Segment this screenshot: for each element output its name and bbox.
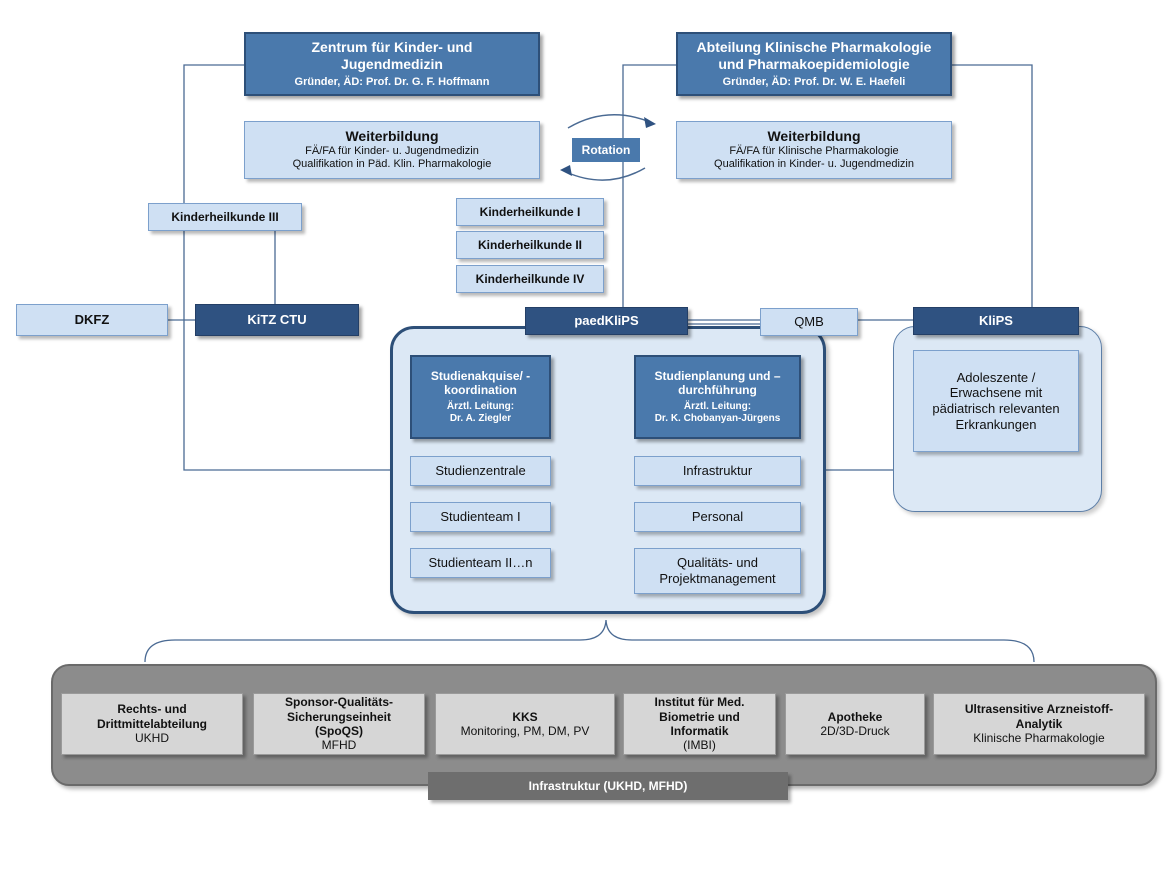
center-pediatrics-box: Zentrum für Kinder- und Jugendmedizin Gr…	[244, 32, 540, 96]
left-unit-item: Studienteam II…n	[410, 548, 551, 578]
right-unit-item: Personal	[634, 502, 801, 532]
training-left-box: Weiterbildung FÄ/FA für Kinder- u. Jugen…	[244, 121, 540, 179]
qmb-box: QMB	[760, 308, 858, 336]
infra-unit-normal: Monitoring, PM, DM, PV	[460, 724, 590, 738]
paedklips-label: paedKliPS	[574, 313, 639, 329]
center-pediatrics-title: Zentrum für Kinder- und Jugendmedizin	[311, 39, 473, 72]
center-pediatrics-founder: Gründer, ÄD: Prof. Dr. G. F. Hoffmann	[294, 75, 490, 88]
department-pharmacology-box: Abteilung Klinische Pharmakologie und Ph…	[676, 32, 952, 96]
infra-unit-box: KKS Monitoring, PM, DM, PV	[435, 693, 615, 755]
study-acquisition-lead-label: Ärztl. Leitung:	[446, 401, 515, 413]
study-planning-box: Studienplanung und –durchführung Ärztl. …	[634, 355, 801, 439]
infra-unit-normal: UKHD	[134, 731, 169, 746]
rotation-text: Rotation	[581, 142, 631, 157]
study-acquisition-lead-name: Dr. A. Ziegler	[449, 413, 512, 425]
study-planning-lead-label: Ärztl. Leitung:	[683, 401, 752, 413]
dkfz-box: DKFZ	[16, 304, 168, 336]
infra-unit-normal: MFHD	[321, 738, 357, 753]
training-right-title: Weiterbildung	[767, 128, 861, 145]
training-left-line1: FÄ/FA für Kinder- u. Jugendmedizin	[305, 145, 479, 158]
training-left-title: Weiterbildung	[345, 128, 439, 145]
infra-unit-normal: 2D/3D-Druck	[820, 724, 890, 738]
kinderheilkunde-4-label: Kinderheilkunde IV	[475, 271, 585, 286]
kinderheilkunde-3-box: Kinderheilkunde III	[148, 203, 302, 231]
right-unit-item: Qualitäts- und Projektmanagement	[634, 548, 801, 594]
infrastructure-label-text: Infrastruktur (UKHD, MFHD)	[528, 778, 688, 793]
infra-unit-normal: (IMBI)	[683, 738, 716, 753]
infra-unit-box: Sponsor-Qualitäts-Sicherungseinheit (Spo…	[253, 693, 425, 755]
kinderheilkunde-2-box: Kinderheilkunde II	[456, 231, 604, 259]
left-unit-item: Studienteam I	[410, 502, 551, 532]
klips-header: KliPS	[913, 307, 1079, 335]
klips-label: KliPS	[979, 313, 1013, 329]
kitz-ctu-box: KiTZ CTU	[195, 304, 359, 336]
paedklips-header: paedKliPS	[525, 307, 688, 335]
rotation-label: Rotation	[572, 138, 640, 162]
infra-unit-bold: KKS	[512, 709, 538, 724]
right-unit-item-label: Qualitäts- und Projektmanagement	[659, 555, 776, 586]
left-unit-item-label: Studienzentrale	[435, 463, 526, 479]
infra-unit-bold: Sponsor-Qualitäts-Sicherungseinheit (Spo…	[284, 695, 393, 738]
left-unit-item: Studienzentrale	[410, 456, 551, 486]
kinderheilkunde-2-label: Kinderheilkunde II	[477, 237, 582, 252]
kinderheilkunde-4-box: Kinderheilkunde IV	[456, 265, 604, 293]
infra-unit-box: Rechts- und Drittmittelabteilung UKHD	[61, 693, 243, 755]
infra-unit-bold: Institut für Med. Biometrie und Informat…	[654, 695, 745, 738]
left-unit-item-label: Studienteam II…n	[428, 555, 533, 571]
qmb-label: QMB	[794, 314, 824, 330]
klips-target-group-text: Adoleszente / Erwachsene mit pädiatrisch…	[932, 369, 1060, 432]
study-acquisition-box: Studienakquise/ -koordination Ärztl. Lei…	[410, 355, 551, 439]
infra-unit-box: Apotheke 2D/3D-Druck	[785, 693, 925, 755]
left-unit-item-label: Studienteam I	[440, 509, 521, 525]
study-acquisition-title: Studienakquise/ -koordination	[430, 368, 531, 397]
department-pharmacology-founder: Gründer, ÄD: Prof. Dr. W. E. Haefeli	[722, 75, 906, 88]
infra-unit-bold: Rechts- und Drittmittelabteilung	[97, 702, 207, 731]
training-right-box: Weiterbildung FÄ/FA für Klinische Pharma…	[676, 121, 952, 179]
infra-unit-bold: Apotheke	[827, 709, 883, 724]
right-unit-item: Infrastruktur	[634, 456, 801, 486]
infra-unit-normal: Klinische Pharmakologie	[973, 731, 1105, 746]
study-planning-lead-name: Dr. K. Chobanyan-Jürgens	[654, 413, 781, 425]
kinderheilkunde-3-label: Kinderheilkunde III	[171, 209, 279, 224]
training-right-line1: FÄ/FA für Klinische Pharmakologie	[729, 145, 899, 158]
training-left-line2: Qualifikation in Päd. Klin. Pharmakologi…	[292, 158, 492, 171]
kinderheilkunde-1-label: Kinderheilkunde I	[479, 204, 581, 219]
kitz-ctu-label: KiTZ CTU	[247, 312, 307, 328]
klips-target-group-box: Adoleszente / Erwachsene mit pädiatrisch…	[913, 350, 1079, 452]
right-unit-item-label: Personal	[691, 509, 744, 525]
study-planning-title: Studienplanung und –durchführung	[654, 368, 781, 397]
infrastructure-label: Infrastruktur (UKHD, MFHD)	[428, 772, 788, 800]
training-right-line2: Qualifikation in Kinder- u. Jugendmedizi…	[714, 158, 914, 171]
kinderheilkunde-1-box: Kinderheilkunde I	[456, 198, 604, 226]
department-pharmacology-title: Abteilung Klinische Pharmakologie und Ph…	[696, 39, 932, 72]
dkfz-label: DKFZ	[74, 312, 110, 328]
infra-unit-box: Institut für Med. Biometrie und Informat…	[623, 693, 776, 755]
infra-unit-bold: Ultrasensitive Arzneistoff-Analytik	[964, 702, 1114, 731]
right-unit-item-label: Infrastruktur	[682, 463, 753, 479]
infra-unit-box: Ultrasensitive Arzneistoff-Analytik Klin…	[933, 693, 1145, 755]
